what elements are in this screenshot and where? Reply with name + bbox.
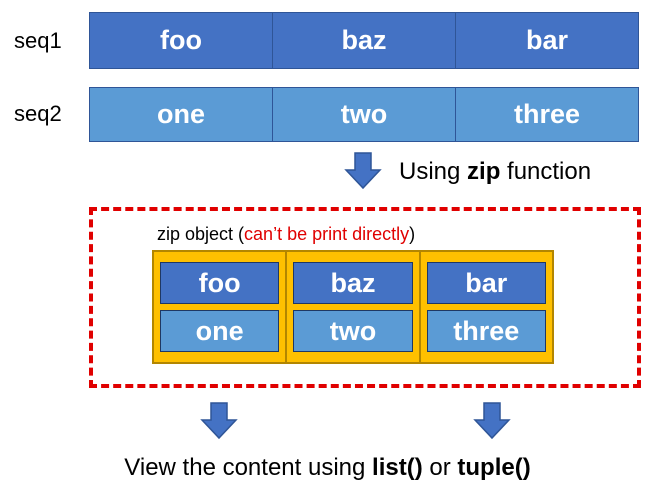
zip-frame xyxy=(89,207,641,388)
seq2-cell-2: two xyxy=(273,88,456,141)
zip-warning: can’t be print directly xyxy=(244,224,410,244)
arrow-down-icon xyxy=(344,152,382,190)
seq1-cell-1: foo xyxy=(90,13,273,68)
seq1-row: foo baz bar xyxy=(89,12,639,69)
zip-keyword: zip xyxy=(467,158,501,185)
zip-object-label: zip object (can’t be print directly) xyxy=(157,224,416,244)
zip-pair-3: bar three xyxy=(421,252,552,362)
seq2-row: one two three xyxy=(89,87,639,142)
seq2-cell-3: three xyxy=(456,88,638,141)
zip-object: foo one baz two bar three xyxy=(152,250,554,364)
arrow-down-icon xyxy=(200,402,238,440)
zip-pair-2: baz two xyxy=(287,252,421,362)
seq1-cell-3: bar xyxy=(456,13,638,68)
zip-caption: Using zip function xyxy=(399,158,592,185)
arrow-down-icon xyxy=(473,402,511,440)
zip-pair-3-bottom: three xyxy=(426,310,546,352)
seq1-cell-2: baz xyxy=(273,13,456,68)
zip-pair-1-bottom: one xyxy=(160,310,280,352)
zip-pair-1: foo one xyxy=(154,252,288,362)
zip-pair-1-top: foo xyxy=(160,262,280,304)
seq2-cell-1: one xyxy=(90,88,273,141)
tuple-keyword: tuple() xyxy=(457,454,531,481)
seq1-label: seq1 xyxy=(14,28,62,53)
zip-pair-2-bottom: two xyxy=(293,310,413,352)
seq2-label: seq2 xyxy=(14,101,62,126)
zip-pair-3-top: bar xyxy=(426,262,546,304)
view-caption: View the content using list() or tuple() xyxy=(124,454,531,481)
list-keyword: list() xyxy=(372,454,423,481)
zip-pair-2-top: baz xyxy=(293,262,413,304)
